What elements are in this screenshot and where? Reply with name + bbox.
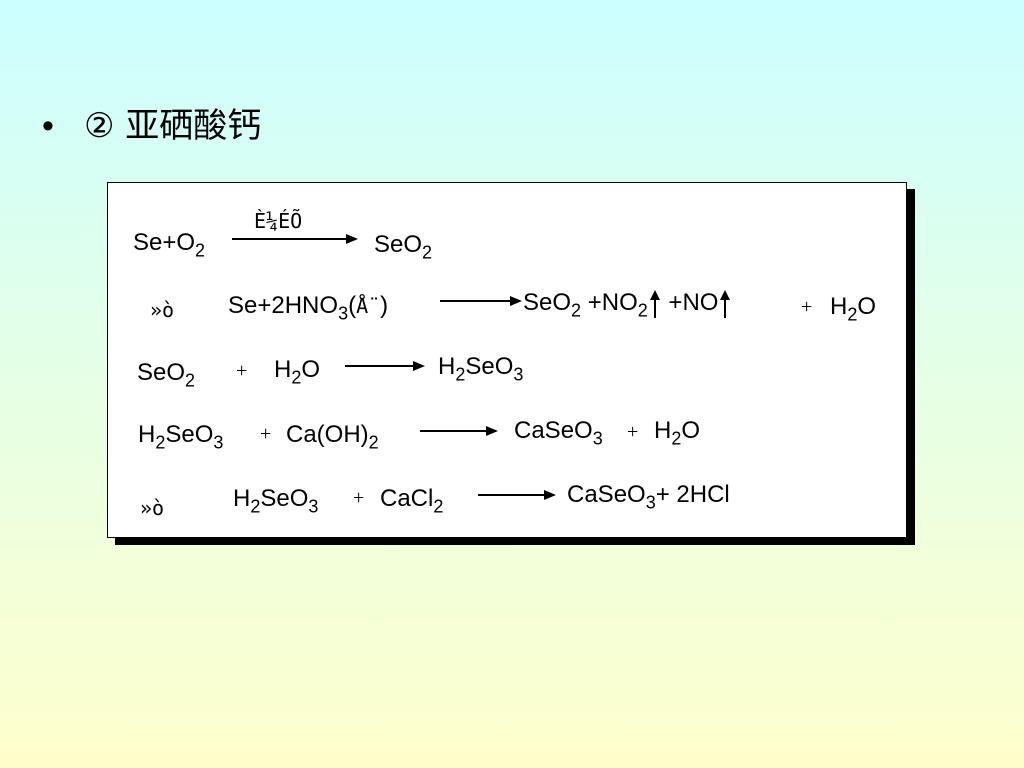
r2-reactant: Se+2HNO3(Å¨) bbox=[228, 292, 389, 324]
r5-salt-in: CaCl2 bbox=[380, 485, 444, 517]
r2-or-label: »ò bbox=[150, 298, 175, 322]
r5-or-label: »ò bbox=[140, 496, 165, 520]
r4-base: Ca(OH)2 bbox=[286, 421, 379, 453]
heading-text: ② 亚硒酸钙 bbox=[84, 106, 262, 146]
r3-seo2: SeO2 bbox=[137, 359, 196, 391]
gas-up-arrow-icon bbox=[649, 289, 660, 318]
r3-arrow bbox=[345, 361, 425, 371]
r5-acid: H2SeO3 bbox=[233, 485, 319, 517]
r4-arrow bbox=[420, 426, 498, 436]
r2-arrow bbox=[440, 296, 522, 306]
gas-up-arrow-icon bbox=[720, 289, 731, 318]
r4-salt: CaSeO3 bbox=[514, 417, 603, 449]
equations-box bbox=[107, 182, 907, 538]
r4-plus: + bbox=[260, 423, 272, 445]
r1-product: SeO2 bbox=[374, 231, 433, 263]
bullet-dot: • bbox=[42, 107, 54, 145]
r2-plus: + bbox=[801, 296, 813, 318]
r1-reactant: Se+O2 bbox=[133, 229, 206, 261]
r2-water: H2O bbox=[830, 293, 877, 325]
r1-arrow bbox=[232, 234, 358, 244]
r2-products: SeO2 +NO2 +NO bbox=[523, 288, 732, 319]
r1-condition: È¼ÉÕ bbox=[254, 209, 303, 233]
r5-salt-out: CaSeO3+ 2HCl bbox=[567, 481, 730, 513]
r4-water: H2O bbox=[654, 417, 701, 449]
r3-plus: + bbox=[236, 360, 248, 382]
r3-water: H2O bbox=[274, 356, 321, 388]
r3-product: H2SeO3 bbox=[438, 353, 524, 385]
r5-plus: + bbox=[353, 487, 365, 509]
r4-plus-2: + bbox=[627, 421, 639, 443]
r4-acid: H2SeO3 bbox=[138, 421, 224, 453]
r5-arrow bbox=[478, 490, 556, 500]
